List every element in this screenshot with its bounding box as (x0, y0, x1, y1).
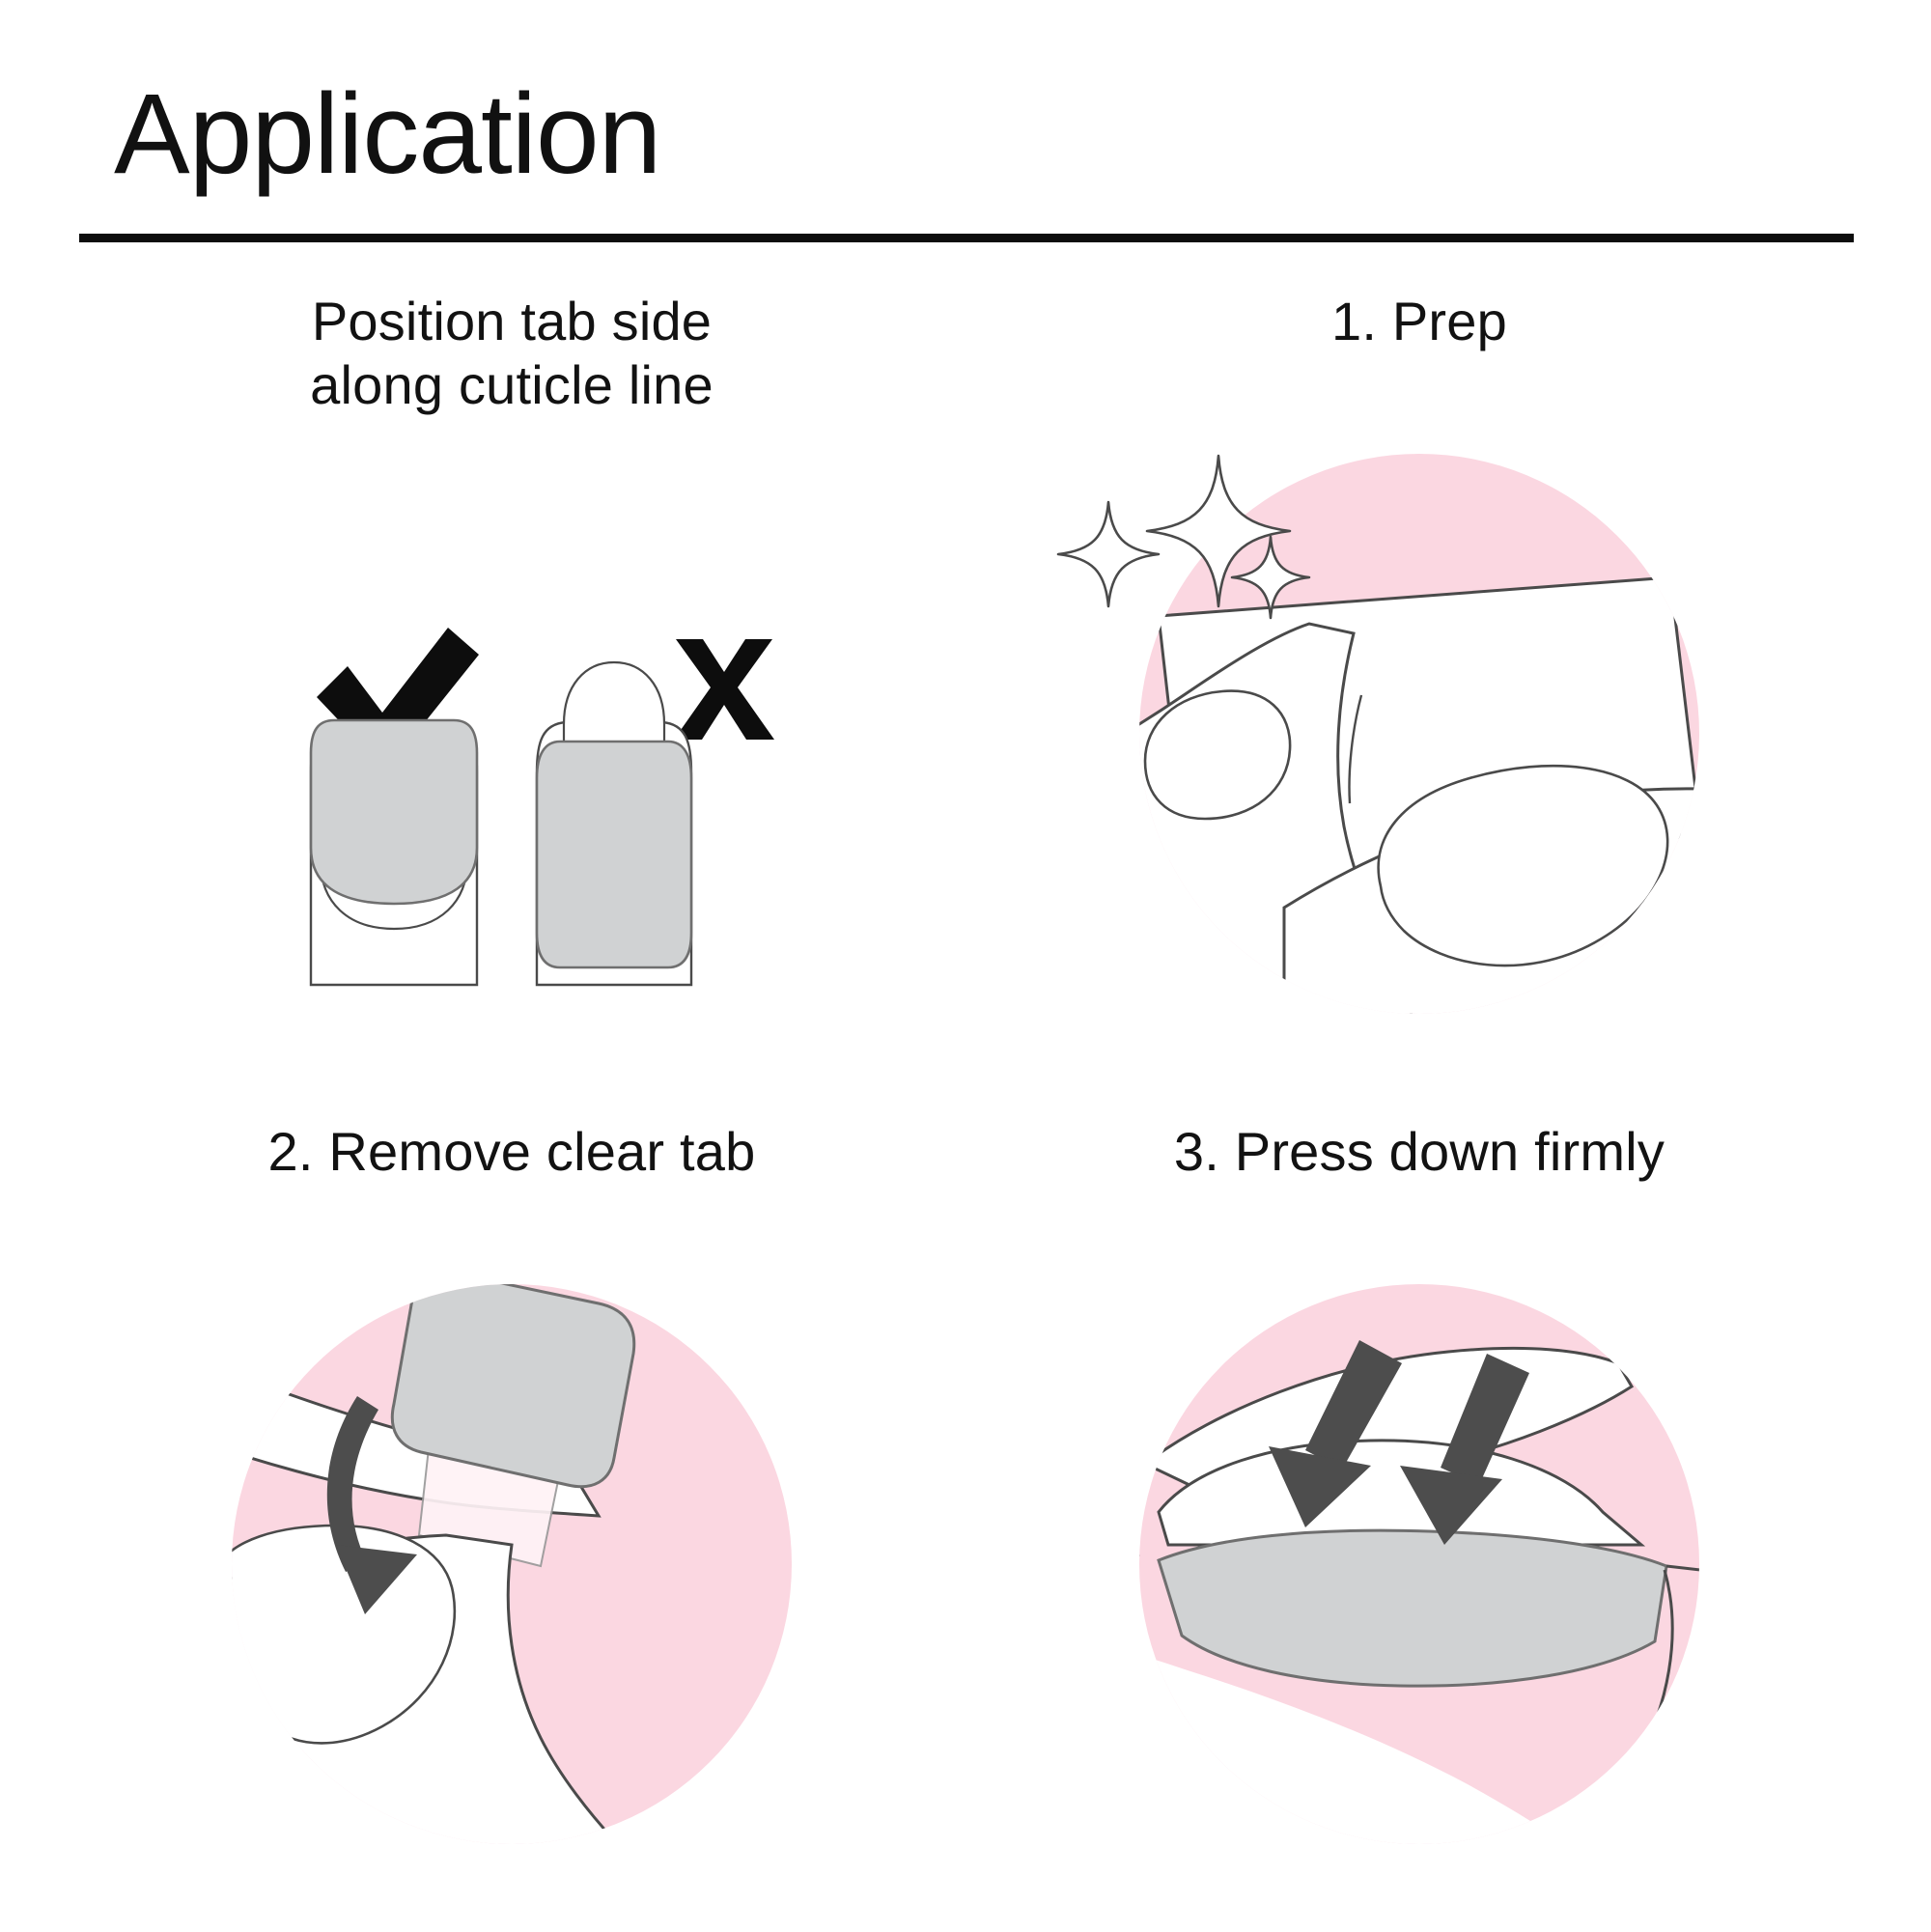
panel-position-tab: Position tab side along cuticle line (58, 290, 966, 1023)
panel-remove-tab-caption: 2. Remove clear tab (267, 1121, 756, 1182)
panel-prep-illustration (966, 406, 1873, 1023)
prep-hand-group (1139, 575, 1699, 1014)
page-title: Application (114, 70, 661, 198)
sparkle-icon (1056, 454, 1311, 620)
nail-correct-icon (309, 718, 479, 987)
panel-position-illustration (58, 483, 966, 1023)
curved-arrow-icon (326, 1396, 417, 1614)
panel-remove-clear-tab: 2. Remove clear tab (58, 1120, 966, 1873)
panel-press-down-firmly: 3. Press down firmly (966, 1120, 1873, 1873)
down-arrow-icon (1269, 1340, 1529, 1545)
panel-remove-tab-illustration (58, 1226, 966, 1873)
page-header: Application (0, 0, 1931, 251)
panel-press-down-caption: 3. Press down firmly (1173, 1121, 1665, 1182)
x-mark-icon (674, 639, 774, 740)
panel-prep-caption: 1. Prep (1331, 291, 1507, 351)
panel-press-down-illustration (966, 1226, 1873, 1873)
panel-position-caption: Position tab side along cuticle line (310, 291, 714, 416)
panel-prep: 1. Prep (966, 290, 1873, 1023)
nail-incorrect-icon (535, 660, 693, 987)
title-divider (79, 234, 1854, 242)
